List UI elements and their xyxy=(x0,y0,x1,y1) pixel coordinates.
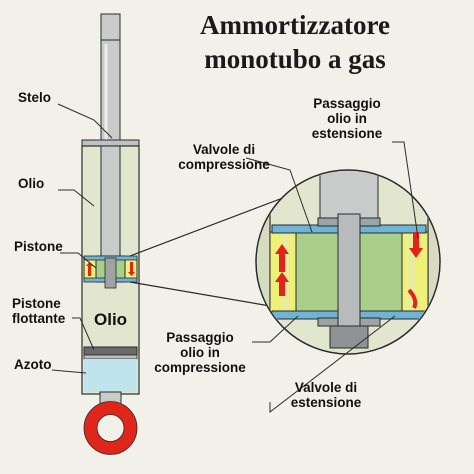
label-valvole-estensione-line-1: Valvole di xyxy=(294,380,358,395)
label-azoto: Azoto xyxy=(14,357,52,372)
label-pistone-flottante-line-2: flottante xyxy=(12,311,66,326)
nitrogen-chamber xyxy=(84,359,137,392)
eye-ring xyxy=(84,401,137,455)
label-valvole-compressione-line-1: Valvole di xyxy=(192,142,256,157)
title-line-1: Ammortizzatore xyxy=(200,10,390,40)
title-line-2: monotubo a gas xyxy=(204,44,386,74)
label-passaggio-estensione: Passaggio olio in estensione xyxy=(302,96,392,141)
label-passaggio-compressione-line-1: Passaggio xyxy=(166,330,234,345)
zoom-line-top xyxy=(129,195,289,257)
label-valvole-estensione-line-2: estensione xyxy=(290,395,362,410)
label-pistone-flottante: Pistone flottante xyxy=(12,296,65,326)
diagram-title: Ammortizzatore monotubo a gas xyxy=(150,8,440,76)
label-passaggio-estensione-line-1: Passaggio xyxy=(313,96,381,111)
label-passaggio-compressione-line-2: olio in xyxy=(180,345,220,360)
label-olio: Olio xyxy=(18,176,45,191)
shock-absorber xyxy=(81,13,140,455)
leader-lines xyxy=(51,103,419,414)
piston xyxy=(83,255,138,289)
label-valvole-compressione: Valvole di compressione xyxy=(168,142,280,172)
zoom-line-bottom xyxy=(129,281,277,308)
label-pistone-flottante-line-1: Pistone xyxy=(12,296,61,311)
label-valvole-compressione-line-2: compressione xyxy=(178,157,270,172)
label-olio-inside: Olio xyxy=(94,310,128,329)
label-passaggio-estensione-line-2: olio in xyxy=(327,111,367,126)
label-pistone: Pistone xyxy=(14,239,63,254)
label-stelo: Stelo xyxy=(18,90,52,105)
magnified-piston xyxy=(255,169,441,355)
label-passaggio-compressione: Passaggio olio in compressione xyxy=(148,330,252,375)
label-passaggio-compressione-line-3: compressione xyxy=(154,360,246,375)
label-passaggio-estensione-line-3: estensione xyxy=(311,126,383,141)
floating-piston xyxy=(83,346,138,360)
label-valvole-estensione: Valvole di estensione xyxy=(276,380,376,410)
